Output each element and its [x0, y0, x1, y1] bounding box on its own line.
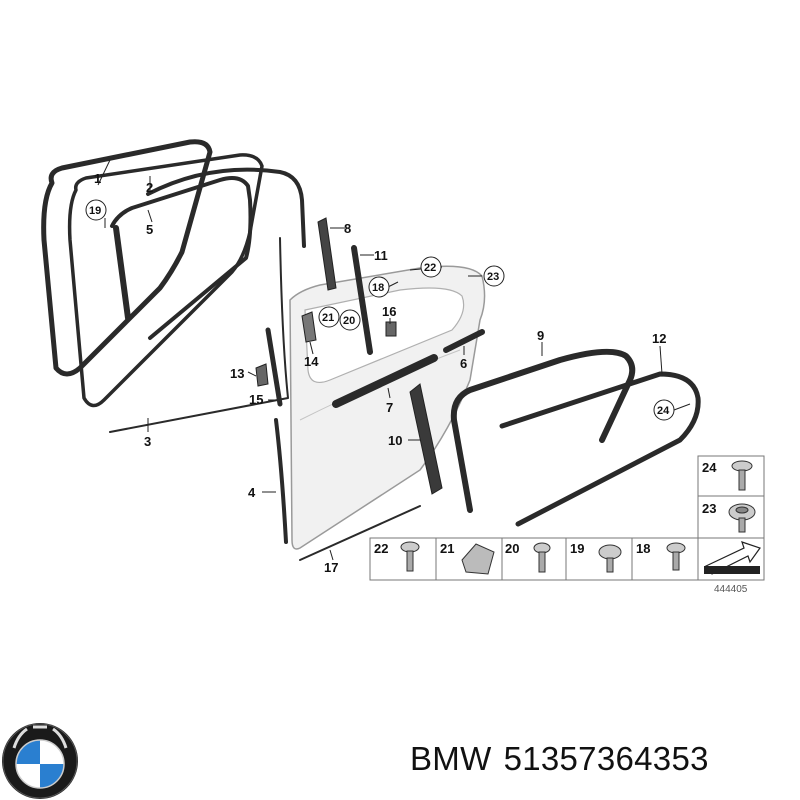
grid-label-20: 20 [505, 541, 519, 556]
callout-14: 14 [304, 354, 319, 369]
callout-17: 17 [324, 560, 338, 575]
part-number: 51357364353 [503, 740, 709, 777]
svg-text:24: 24 [657, 405, 670, 417]
bmw-roundel-icon [2, 723, 78, 799]
callout-8: 8 [344, 221, 351, 236]
grid-cell-24 [697, 455, 765, 497]
svg-text:23: 23 [487, 271, 499, 283]
seal-part-4 [274, 418, 288, 544]
circle-callout-19: 19 [85, 199, 107, 221]
clip-part-14 [301, 311, 317, 343]
seal-part-12 [499, 371, 701, 527]
fastener-grid: 24 23 22 21 20 19 18 [369, 455, 765, 595]
screw-23-icon [728, 503, 756, 533]
callout-6: 6 [460, 356, 467, 371]
seal-group-left [41, 139, 306, 433]
clip-part-13 [255, 363, 269, 387]
seal-part-9 [450, 348, 636, 513]
seal-upper-arc [146, 167, 306, 248]
circle-callout-21: 21 [318, 306, 340, 328]
svg-text:20: 20 [343, 315, 355, 327]
callout-11: 11 [374, 248, 388, 263]
pillar-strip-part-11 [351, 245, 373, 355]
callout-3: 3 [144, 434, 151, 449]
callout-12: 12 [652, 331, 666, 346]
callout-labels: 1 2 5 3 4 8 11 9 12 13 15 14 16 6 7 10 1… [94, 171, 666, 575]
seal-part-5-channel [113, 225, 131, 321]
callout-2: 2 [146, 180, 153, 195]
clip-21-icon [461, 543, 495, 575]
seal-group-right [450, 348, 701, 527]
trim-part-8 [317, 217, 337, 291]
callout-16: 16 [382, 304, 396, 319]
belt-molding-part-7 [332, 354, 438, 408]
callout-4: 4 [248, 485, 256, 500]
grid-label-22: 22 [374, 541, 388, 556]
callout-15: 15 [249, 392, 263, 407]
callout-1: 1 [94, 171, 101, 186]
seal-part-5 [110, 176, 253, 340]
screw-20-icon [533, 542, 551, 573]
pillar-part-10 [409, 383, 443, 495]
screw-22-icon [400, 541, 420, 572]
grid-label-23: 23 [702, 501, 716, 516]
circle-callout-18: 18 [368, 276, 390, 298]
door-panel [255, 217, 486, 561]
bracket-part-16 [385, 321, 397, 337]
strip-part-17 [299, 505, 421, 561]
seal-part-2 [67, 153, 264, 408]
callout-13: 13 [230, 366, 244, 381]
screw-24-icon [731, 460, 753, 491]
leader-lines [97, 159, 691, 561]
svg-text:18: 18 [372, 282, 384, 294]
screw-18-icon [666, 542, 686, 571]
rivet-19-icon [598, 544, 622, 573]
circle-callout-22: 22 [420, 256, 442, 278]
grid-label-18: 18 [636, 541, 650, 556]
grid-label-24: 24 [702, 460, 717, 475]
grid-label-21: 21 [440, 541, 454, 556]
seal-part-3 [109, 237, 289, 433]
svg-text:22: 22 [424, 262, 436, 274]
trim-part-6 [443, 329, 485, 353]
diagram-id: 444405 [714, 584, 748, 595]
strip-part-15 [265, 327, 283, 407]
seal-part-1 [41, 139, 213, 377]
circled-callouts: 19 22 23 18 21 20 24 [85, 199, 675, 421]
circle-callout-23: 23 [483, 265, 505, 287]
brand-part-number: BMW 51357364353 [410, 740, 721, 778]
grid-cell-18 [631, 537, 699, 581]
grid-label-19: 19 [570, 541, 584, 556]
circle-callout-24: 24 [653, 399, 675, 421]
svg-text:19: 19 [89, 205, 101, 217]
callout-5: 5 [146, 222, 153, 237]
callout-9: 9 [537, 328, 544, 343]
circle-callout-20: 20 [339, 309, 361, 331]
svg-text:21: 21 [322, 312, 334, 324]
front-arrow-icon [704, 541, 761, 575]
callout-7: 7 [386, 400, 393, 415]
grid-cell-20 [501, 537, 567, 581]
grid-cell-23 [697, 495, 765, 539]
brand-name: BMW [410, 740, 492, 777]
callout-10: 10 [388, 433, 402, 448]
